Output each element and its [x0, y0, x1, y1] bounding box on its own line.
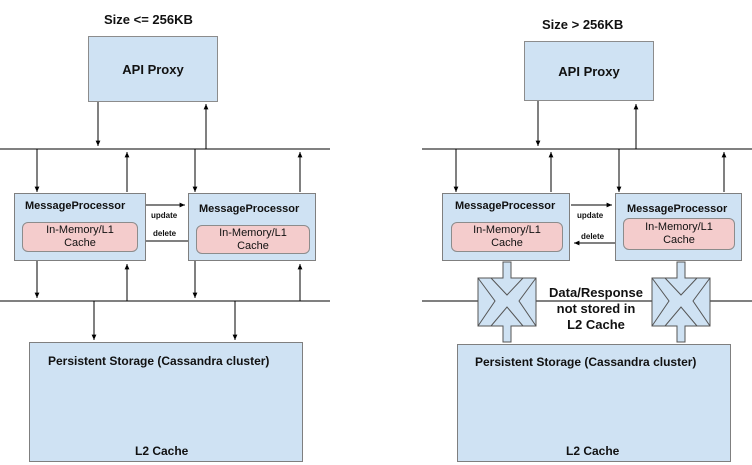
right-heading: Size > 256KB — [542, 17, 624, 32]
right-storage-title: Persistent Storage (Cassandra cluster) — [475, 355, 697, 369]
right-update-label: update — [577, 211, 604, 220]
blocked-connector-2 — [651, 261, 711, 343]
right-l2-cache-label: L2 Cache — [566, 444, 620, 458]
right-mp1-cache: In-Memory/L1 Cache — [451, 222, 563, 252]
left-mp2-cache: In-Memory/L1 Cache — [196, 225, 310, 254]
blocked-connector-1-inner — [477, 277, 537, 327]
left-api-proxy-label: API Proxy — [122, 61, 184, 77]
right-not-stored-note: Data/Response not stored in L2 Cache — [549, 285, 643, 332]
left-mp1-title: MessageProcessor — [25, 200, 126, 212]
left-api-proxy: API Proxy — [88, 36, 218, 102]
blocked-connector-2-inner — [651, 277, 711, 327]
right-delete-label: delete — [581, 232, 605, 241]
left-bus-lines — [0, 148, 330, 302]
left-delete-label: delete — [153, 229, 177, 238]
left-l2-cache-label: L2 Cache — [135, 444, 189, 458]
right-blocked-connectors — [477, 261, 711, 343]
left-mp2-title: MessageProcessor — [199, 203, 300, 215]
right-mp2-title: MessageProcessor — [627, 203, 728, 215]
left-mp1-cache: In-Memory/L1 Cache — [22, 222, 138, 252]
left-storage-title: Persistent Storage (Cassandra cluster) — [48, 354, 270, 368]
left-heading: Size <= 256KB — [104, 12, 193, 27]
left-persistent-storage — [29, 342, 303, 462]
left-arrows — [34, 101, 303, 340]
left-update-label: update — [151, 211, 178, 220]
right-api-proxy-label: API Proxy — [558, 63, 620, 79]
right-arrows — [453, 101, 727, 246]
right-mp2-cache: In-Memory/L1 Cache — [623, 218, 735, 250]
right-persistent-storage — [457, 344, 731, 462]
right-mp1-title: MessageProcessor — [455, 200, 556, 212]
blocked-connector-1 — [477, 261, 537, 343]
right-api-proxy: API Proxy — [524, 41, 654, 101]
